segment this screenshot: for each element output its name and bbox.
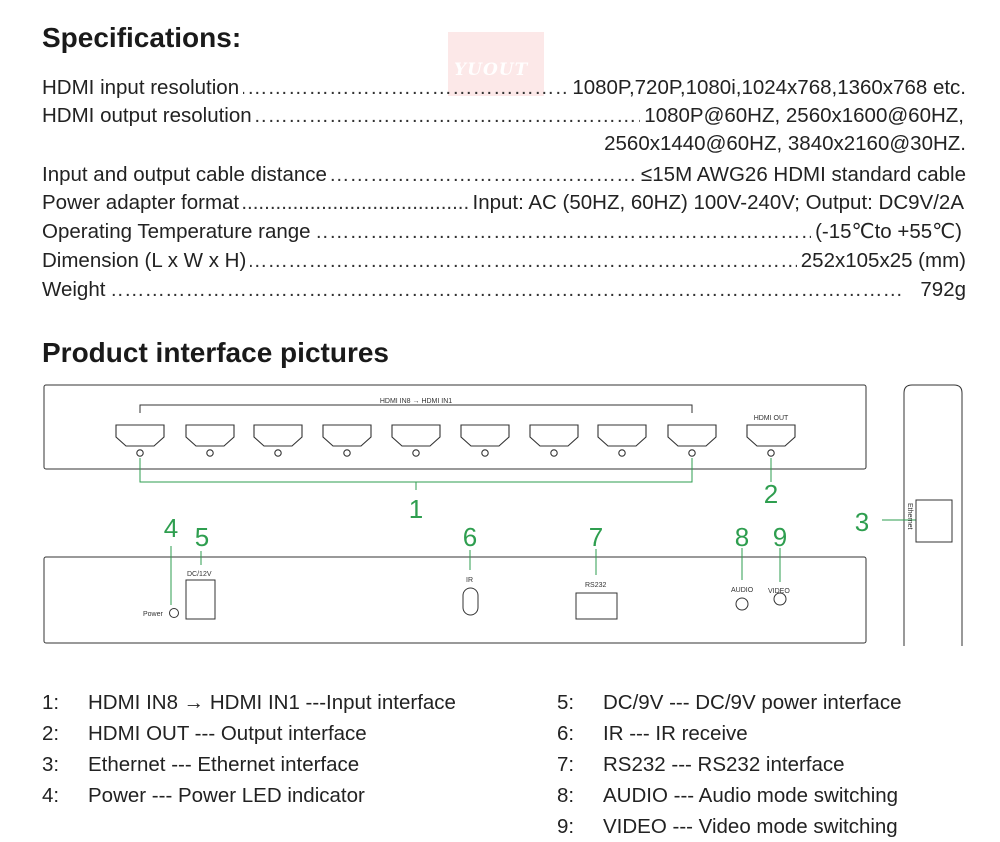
callout-8: 8 [735,522,749,552]
legend-item: 2:HDMI OUT --- Output interface [42,722,367,745]
rs232-port [575,592,618,620]
spec-label: Power adapter format [42,189,244,217]
spec-value: 1080P@60HZ, 2560x1600@60HZ, [640,102,964,130]
callout-4: 4 [164,513,178,543]
side-panel [903,384,963,646]
hdmi-input-port [667,424,717,447]
legend-item: 3:Ethernet --- Ethernet interface [42,753,360,776]
hdmi-input-port [597,424,647,447]
legend-item: 9:VIDEO --- Video mode switching [557,815,898,838]
watermark-logo: YUOUT [448,32,544,96]
audio-button [735,597,749,611]
callout-2: 2 [764,479,778,509]
dc-power-port [185,579,216,620]
ethernet-label: Ethernet [906,503,913,530]
spec-label: HDMI output resolution [42,102,256,130]
callout-9: 9 [773,522,787,552]
spec-row-dimension: …………………………………………………………………………………………………………… [42,247,966,275]
spec-value-continued: 2560x1440@60HZ, 3840x2160@30HZ. [604,132,966,155]
callout-1: 1 [409,494,423,524]
hdmi-port-led [206,449,214,457]
product-interface-heading: Product interface pictures [42,337,389,368]
spec-label: HDMI input resolution [42,74,244,102]
spec-label: Dimension (L x W x H) [42,247,251,275]
specifications-heading: Specifications: [42,22,242,53]
legend-item: 8:AUDIO --- Audio mode switching [557,784,899,807]
spec-row-temperature: …………………………………………………………………………………………………………… [42,218,962,246]
ethernet-port [915,499,953,543]
hdmi-input-ports [115,424,717,457]
hdmi-input-port [529,424,579,447]
video-label: VIDEO [768,588,790,595]
hdmi-port-led [343,449,351,457]
hdmi-port-led [412,449,420,457]
spec-value: 792g [916,276,966,304]
hdmi-out-label: HDMI OUT [754,415,789,422]
rs232-label: RS232 [585,582,607,589]
power-label: Power [143,611,164,618]
watermark-text: YUOUT [454,60,529,80]
spec-value: 1080P,720P,1080i,1024x768,1360x768 etc. [568,74,966,102]
spec-row-weight: …………………………………………………………………………………………………………… [42,276,966,304]
legend-item: 1:HDMI IN8 → HDMI IN1 ---Input interface [42,691,456,714]
legend-item: 4:Power --- Power LED indicator [42,784,365,807]
audio-label: AUDIO [731,587,754,594]
hdmi-input-port [460,424,510,447]
hdmi-input-port [185,424,235,447]
spec-label: Operating Temperature range [42,218,315,246]
ir-label: IR [466,577,473,584]
legend-item: 5:DC/9V --- DC/9V power interface [557,691,902,714]
hdmi-output-port [746,424,796,457]
spec-value: (-15℃to +55℃) [811,218,962,246]
power-led [169,608,179,618]
callout-5: 5 [195,522,209,552]
hdmi-in-range-label: HDMI IN8 → HDMI IN1 [380,398,452,405]
hdmi-port-led [481,449,489,457]
hdmi-input-port [253,424,303,447]
hdmi-port-led [688,449,696,457]
spec-value: 252x105x25 (mm) [796,247,966,275]
hdmi-input-port [391,424,441,447]
hdmi-port-led [274,449,282,457]
hdmi-input-port [115,424,165,447]
legend-item: 7:RS232 --- RS232 interface [557,753,845,776]
ir-receiver [462,587,479,616]
front-panel [43,384,867,470]
spec-row-cable-distance: …………………………………………………………………………………………………………… [42,161,966,189]
video-button [773,592,787,606]
spec-row-input-resolution: …………………………………………………………………………………………………………… [42,74,966,102]
callout-3: 3 [855,507,869,537]
spec-row-power-adapter: ........................................… [42,189,964,217]
callout-6: 6 [463,522,477,552]
callout-7: 7 [589,522,603,552]
spec-value: Input: AC (50HZ, 60HZ) 100V-240V; Output… [468,189,964,217]
spec-label: Weight [42,276,110,304]
hdmi-port-led [550,449,558,457]
spec-value: ≤15M AWG26 HDMI standard cable [637,161,966,189]
spec-label: Input and output cable distance [42,161,331,189]
spec-row-output-resolution: …………………………………………………………………………………………………………… [42,102,964,130]
hdmi-port-led [618,449,626,457]
legend-item: 6:IR --- IR receive [557,722,748,745]
hdmi-input-port [322,424,372,447]
rear-panel [43,556,867,644]
dc-label: DC/12V [187,571,212,578]
hdmi-port-led [136,449,144,457]
